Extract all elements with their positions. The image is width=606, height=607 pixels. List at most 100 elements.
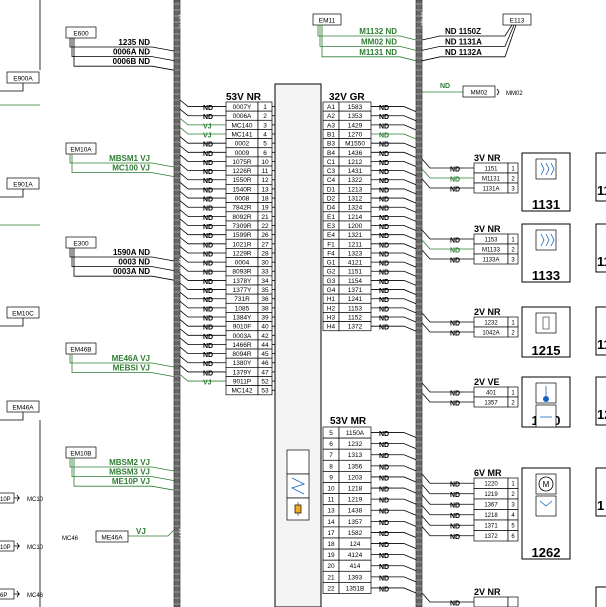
- wire-id: MC142: [232, 388, 253, 395]
- connector-tag: [65, 26, 97, 39]
- wire: [421, 178, 474, 189]
- wire: [179, 117, 226, 126]
- connector-tag-label: EM46B: [70, 347, 91, 354]
- wire: [421, 312, 474, 323]
- wire-color-label: ND: [379, 531, 389, 538]
- wire-id: 1312: [348, 196, 363, 203]
- wire: [128, 529, 175, 537]
- wire-label: ME10P VJ: [112, 477, 150, 486]
- pin-number: 19: [327, 552, 335, 559]
- wire: [371, 289, 417, 295]
- wire-color-label: ND: [203, 370, 213, 377]
- wire-id: 1313: [348, 452, 363, 459]
- heat-wave: [550, 162, 555, 176]
- connector-tag: [65, 236, 97, 249]
- wire-label: MBSM1 VJ: [109, 154, 150, 163]
- edge-tag-label: 6P: [0, 593, 7, 599]
- wire: [421, 473, 474, 484]
- wire-color-label: ND: [379, 187, 389, 194]
- wire-color-label: ND: [203, 178, 213, 185]
- wire: [371, 465, 417, 472]
- pin-number: 5: [329, 430, 333, 437]
- wire-id: M1550: [345, 141, 365, 148]
- wire-color-label: ND: [379, 498, 389, 505]
- pin-number: 40: [261, 324, 269, 331]
- pin-number: F4: [327, 250, 335, 257]
- wire-label: 1235 ND: [118, 38, 150, 47]
- pin-number: C4: [327, 177, 336, 184]
- wire-label: MEBSI VJ: [113, 364, 150, 373]
- heat-wave: [545, 162, 550, 176]
- pin-number: 6: [329, 441, 333, 448]
- wire-id: 1203: [348, 474, 363, 481]
- resistor-body: [294, 504, 302, 514]
- wire: [421, 322, 474, 333]
- wire: [179, 291, 226, 300]
- wire-id: 1353: [348, 113, 363, 120]
- pin-number: 46: [261, 360, 269, 367]
- pin-number: A3: [327, 122, 335, 129]
- wire: [179, 255, 226, 263]
- wire-color-label: ND: [379, 453, 389, 460]
- wire: [179, 246, 226, 254]
- pin-number: 1: [511, 167, 515, 173]
- pin-number: 1: [511, 391, 515, 397]
- next-component-number: 12: [597, 407, 606, 422]
- component-block: 2V NRND1: [421, 586, 606, 607]
- wire-color-label: ND: [203, 343, 213, 350]
- wire: [421, 382, 474, 393]
- wire-label: 0006A ND: [113, 48, 150, 57]
- next-component-box: [595, 376, 606, 426]
- bus-label: 10 PR: [177, 14, 183, 28]
- wire-id: 0002: [235, 141, 250, 148]
- wire: [371, 576, 417, 583]
- wire-color-label: ND: [203, 270, 213, 277]
- pin-number: B3: [327, 141, 335, 148]
- valve-shape: [539, 500, 553, 507]
- wire-color-label: ND: [450, 177, 460, 184]
- wire-color-label: ND: [379, 553, 389, 560]
- wire-color-label: ND: [203, 233, 213, 240]
- wire-color-label: VJ: [203, 380, 212, 387]
- connector-tag-label: E113: [510, 18, 525, 25]
- connector-tag: [312, 13, 342, 26]
- wire-color-label: ND: [450, 524, 460, 531]
- pin-number: 11: [262, 168, 269, 175]
- wire: [73, 248, 175, 281]
- wire-color-label: ND: [203, 151, 213, 158]
- pin-number: A2: [327, 113, 335, 120]
- connector-header: 53V MR: [330, 416, 367, 427]
- wire: [179, 282, 226, 290]
- wire-id: 1367: [484, 503, 498, 509]
- wire-id: 1151: [348, 269, 362, 276]
- wire-id: 1232: [484, 321, 498, 327]
- pin-number: 4: [263, 131, 267, 138]
- wire: [371, 280, 417, 286]
- wire: [371, 487, 417, 494]
- icon-frame: [535, 404, 557, 428]
- wire-id: 1466R: [232, 342, 251, 349]
- pin-number: 4: [511, 513, 515, 519]
- wire-id: 1357: [348, 519, 363, 526]
- wire-color-label: ND: [379, 251, 389, 258]
- wire-color-label: ND: [203, 114, 213, 121]
- connector-tag: [462, 85, 496, 98]
- next-component-number: 1: [597, 498, 604, 513]
- wire-id: 1131A: [483, 187, 500, 193]
- wire: [371, 532, 417, 538]
- connector-header: 2V NR: [474, 587, 501, 597]
- pin-number: H2: [327, 305, 336, 312]
- wire: [371, 206, 417, 213]
- wire-id: 124: [350, 541, 361, 548]
- wire-color-label: ND: [203, 197, 213, 204]
- wire-id: 1351B: [346, 585, 365, 592]
- wire-color-label: ND: [379, 442, 389, 449]
- pin-number: D2: [327, 196, 336, 203]
- wire-id: 1241: [348, 296, 363, 303]
- wire-id: 0009: [235, 150, 250, 157]
- wire: [69, 354, 175, 368]
- connector-header: 53V NR: [226, 92, 262, 103]
- heat-wave: [545, 233, 550, 247]
- wire-label: MBSM3 VJ: [109, 468, 150, 477]
- bus-bar: [415, 0, 423, 607]
